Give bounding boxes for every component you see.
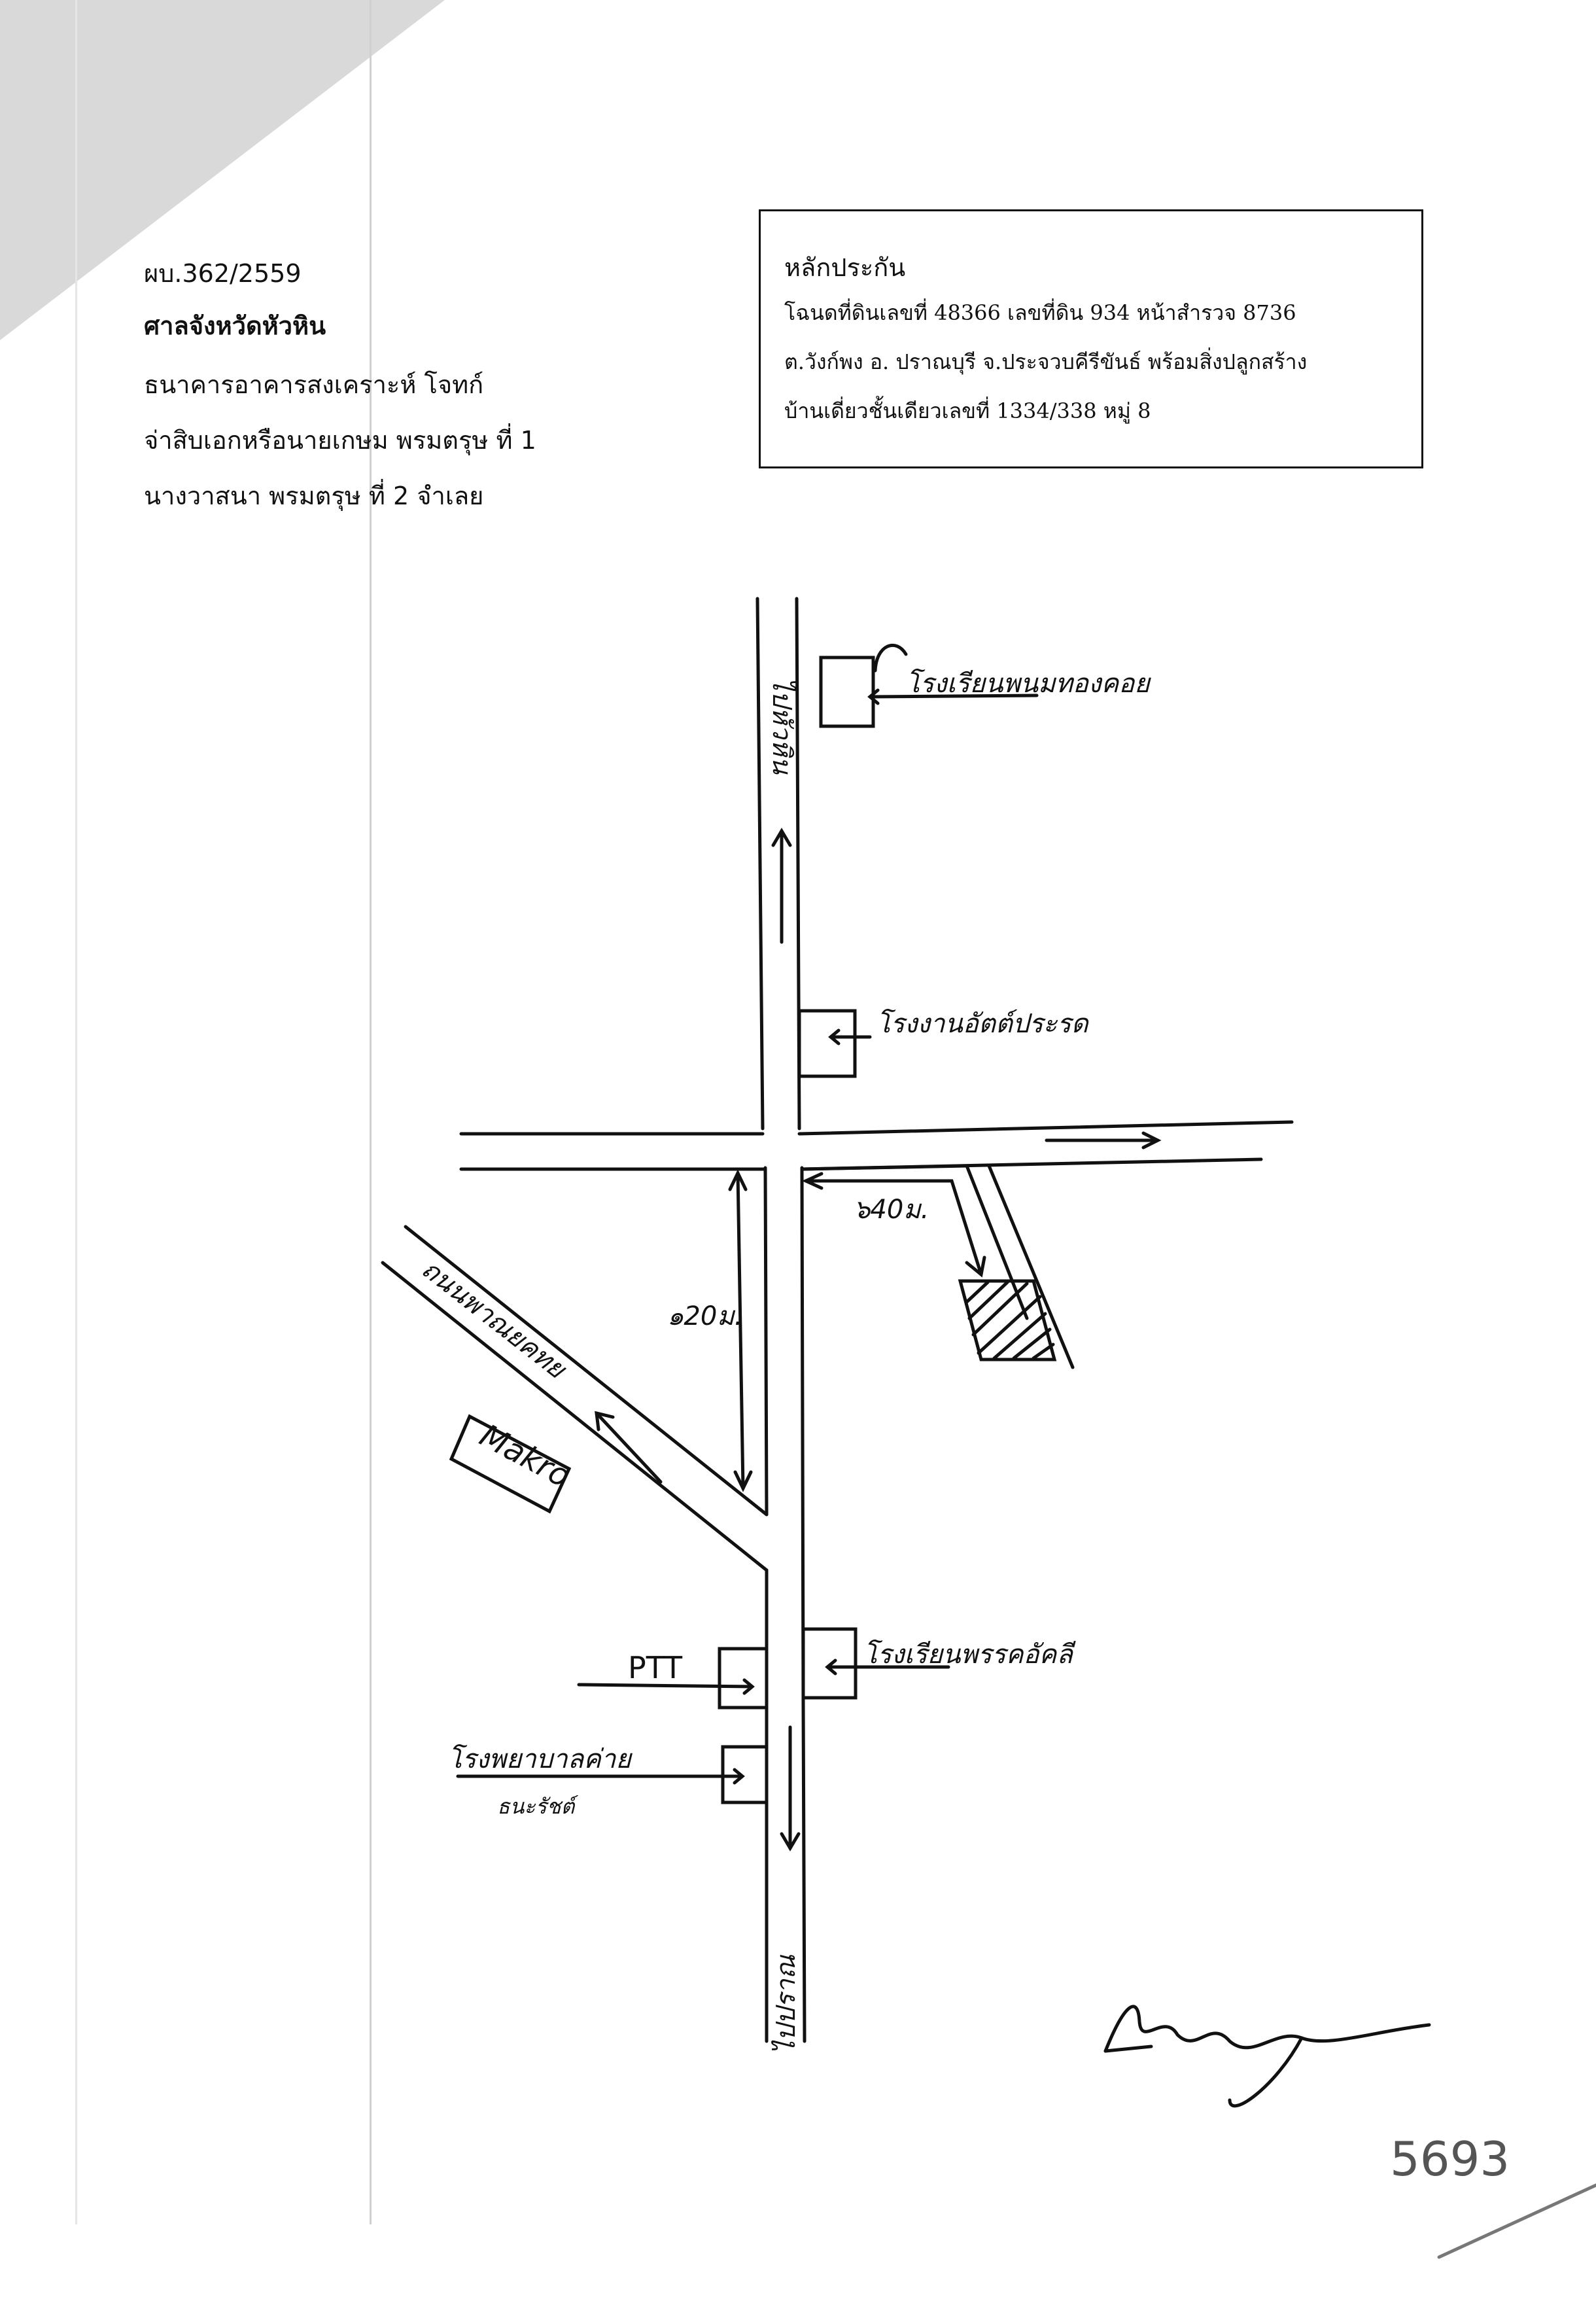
soi-right bbox=[987, 1164, 1075, 1369]
soi-top bbox=[800, 1164, 969, 1171]
hospital-sub-label: ธนะรัชต์ bbox=[497, 1794, 578, 1819]
hatch-line bbox=[1012, 1327, 1052, 1360]
factory-label: โรงงานอัตต์ประรด bbox=[876, 1008, 1090, 1039]
makro-label: Makro bbox=[474, 1417, 576, 1495]
road-diag-label: ถนนพาณยคทย bbox=[416, 1254, 572, 1386]
hatch-line bbox=[965, 1280, 990, 1304]
arrow-south-head bbox=[780, 1832, 801, 1851]
school-top-box bbox=[819, 656, 875, 728]
collateral-box: หลักประกัน โฉนดที่ดินเลขที่ 48366 เลขที่… bbox=[759, 209, 1423, 468]
dist-arrow-left-top bbox=[728, 1169, 748, 1191]
road-north-label: ไปหัวหิน bbox=[767, 677, 797, 775]
signature-tail bbox=[1103, 2036, 1304, 2108]
dist-arrow-left-bottom bbox=[733, 1470, 753, 1492]
collateral-line-2: ต.วังก์พง อ. ปราณบุรี จ.ประจวบคีรีขันธ์ … bbox=[784, 349, 1308, 374]
school-right-label: โรงเรียนพรรคอัคลี bbox=[863, 1639, 1076, 1670]
arrow-east-head bbox=[1141, 1131, 1162, 1150]
arrow-north-head bbox=[771, 828, 792, 847]
defendant-2: นางวาสนา พรมตรุษ ที่ 2 จำเลย bbox=[144, 482, 484, 510]
road-ns-left-north bbox=[755, 597, 765, 1131]
dist-arrow-right bbox=[804, 1179, 983, 1276]
ptt-box bbox=[718, 1647, 769, 1710]
plaintiff: ธนาคารอาคารสงเคราะห์ โจทก์ bbox=[144, 370, 484, 399]
case-number: ผบ.362/2559 bbox=[144, 259, 302, 288]
distance-right-label: ๖40ม. bbox=[854, 1195, 929, 1225]
leader-ptt bbox=[577, 1678, 755, 1695]
road-south-label: ไปปราณ bbox=[771, 1954, 801, 2054]
leader-school-right bbox=[825, 1658, 950, 1676]
hatch-line bbox=[971, 1282, 1029, 1337]
school-top-label: โรงเรียนพนมทองคอย bbox=[906, 668, 1151, 699]
dist-arrow-right-end bbox=[965, 1255, 986, 1278]
leader-factory bbox=[828, 1028, 872, 1045]
collateral-line-1: โฉนดที่ดินเลขที่ 48366 เลขที่ดิน 934 หน้… bbox=[784, 300, 1296, 325]
margin-pen-line bbox=[1437, 2183, 1596, 2259]
factory-box bbox=[797, 1009, 857, 1078]
school-right-box bbox=[801, 1627, 858, 1700]
road-ns-left-mid bbox=[763, 1166, 769, 1517]
dist-arrow-right-start bbox=[801, 1172, 824, 1190]
collateral-line-3: บ้านเดี่ยวชั้นเดียวเลขที่ 1334/338 หมู่ … bbox=[784, 398, 1151, 423]
page-number: 5693 bbox=[1390, 2132, 1510, 2186]
road-ns-right-far-south bbox=[801, 1699, 807, 2043]
scan-margin-line bbox=[75, 0, 77, 2224]
road-ns-right-south bbox=[800, 1166, 805, 1703]
distance-left-label: ๑20ม. bbox=[667, 1301, 742, 1331]
collateral-title: หลักประกัน bbox=[784, 253, 906, 282]
hatch-line bbox=[992, 1312, 1047, 1360]
arrow-diag-head bbox=[595, 1411, 615, 1431]
leader-school-top bbox=[867, 688, 1039, 705]
road-diag-upper bbox=[404, 1225, 769, 1517]
road-diag-lower bbox=[381, 1261, 769, 1572]
arrow-diag bbox=[595, 1411, 663, 1484]
hospital-label: โรงพยาบาลค่าย bbox=[448, 1744, 633, 1774]
dist-arrow-left bbox=[736, 1171, 745, 1490]
scan-margin-line bbox=[370, 0, 372, 2224]
leader-hospital bbox=[456, 1768, 745, 1785]
hatch-line bbox=[967, 1280, 1009, 1320]
hatch-line bbox=[977, 1295, 1042, 1355]
makro-box bbox=[449, 1414, 572, 1514]
defendant-1: จ่าสิบเอกหรือนายเกษม พรมตรุษ ที่ 1 bbox=[144, 426, 536, 455]
leader-school-top-curl bbox=[873, 643, 908, 673]
ptt-label: PTT bbox=[628, 1650, 683, 1685]
road-ew-top-east bbox=[797, 1120, 1294, 1136]
court-name: ศาลจังหวัดหัวหิน bbox=[144, 311, 326, 340]
hatch-line bbox=[1032, 1343, 1055, 1360]
signature-stroke bbox=[1103, 2005, 1431, 2053]
